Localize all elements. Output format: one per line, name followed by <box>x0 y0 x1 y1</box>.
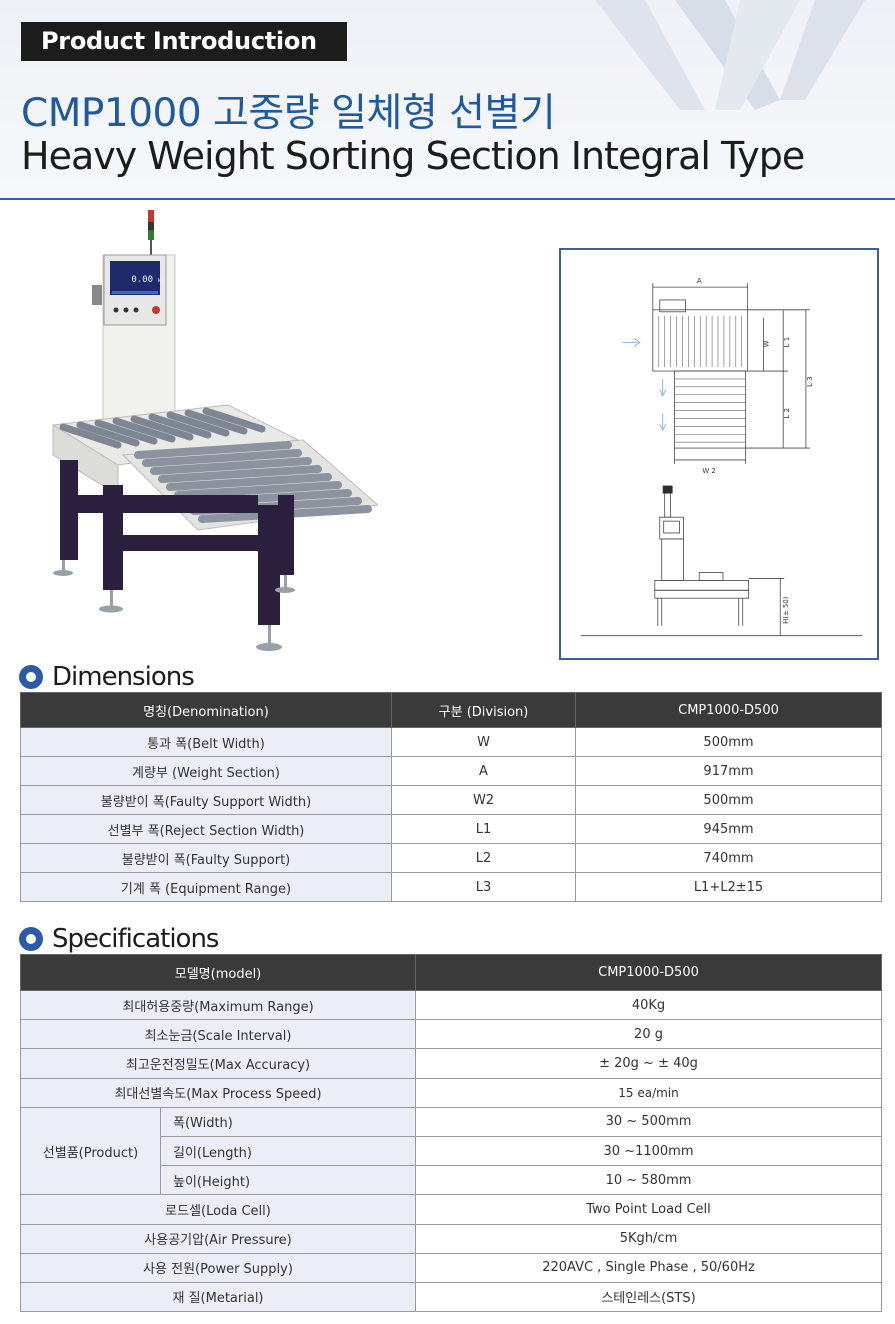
dim-name: 불량받이 폭(Faulty Support Width) <box>20 785 392 815</box>
table-header-row: 명칭(Denomination) 구분 (Division) CMP1000-D… <box>20 692 882 728</box>
dim-code: L3 <box>391 872 576 902</box>
drawing-label-l2: L 2 <box>783 408 791 418</box>
spec-name: 최소눈금(Scale Interval) <box>19 1019 417 1050</box>
spec-name: 최고운전정밀도(Max Accuracy) <box>19 1048 417 1079</box>
table-row: 로드셀(Loda Cell) Two Point Load Cell <box>19 1194 883 1225</box>
table-row: 길이(Length) 30 ~1100mm <box>21 1135 883 1167</box>
display-unit: kg <box>158 278 164 284</box>
specifications-table: 모델명(model) CMP1000-D500 최대허용중량(Maximum R… <box>19 954 883 1313</box>
table-row: 최대허용중량(Maximum Range) 40Kg <box>19 989 883 1021</box>
spec-name: 로드셀(Loda Cell) <box>19 1194 417 1225</box>
section-bullet-icon <box>19 665 43 689</box>
product-photo: 0.00 kg <box>51 210 378 651</box>
drawing-label-w2: W 2 <box>702 467 715 475</box>
specifications-title: Specifications <box>52 924 219 954</box>
drawing-label-w: W <box>762 340 770 347</box>
table-row: 최소눈금(Scale Interval) 20 g <box>19 1019 883 1050</box>
table-row: 선별부 폭(Reject Section Width) L1 945mm <box>20 814 882 844</box>
table-row: 불량받이 폭(Faulty Support) L2 740mm <box>20 843 882 873</box>
table-row: 최대선별속도(Max Process Speed) 15 ea/min <box>19 1077 883 1108</box>
drawing-label-a: A <box>697 277 702 285</box>
dim-code: L1 <box>391 814 576 844</box>
table-row: 기계 폭 (Equipment Range) L3 L1+L2±15 <box>20 872 882 902</box>
header-model-name: 모델명(model) <box>19 954 417 991</box>
table-row: 재 질(Metarial) 스테인레스(STS) <box>19 1281 883 1313</box>
dim-value: 740mm <box>575 843 882 873</box>
drawing-label-l3: L 3 <box>806 376 814 386</box>
spec-value: 15 ea/min <box>415 1077 883 1108</box>
spec-value: 5Kgh/cm <box>415 1223 883 1254</box>
spec-subname: 높이(Height) <box>159 1165 417 1196</box>
dim-value: 945mm <box>575 814 882 844</box>
dim-name: 불량받이 폭(Faulty Support) <box>20 843 392 873</box>
header-banner: Product Introduction CMP1000 고중량 일체형 선별기… <box>0 0 895 200</box>
header-division: 구분 (Division) <box>391 692 576 728</box>
spec-subname: 폭(Width) <box>159 1106 417 1137</box>
watermark-logo-icon <box>595 0 865 110</box>
page-title-korean: CMP1000 고중량 일체형 선별기 <box>21 91 556 136</box>
dim-name: 기계 폭 (Equipment Range) <box>20 872 392 902</box>
dim-code: L2 <box>391 843 576 873</box>
dim-name: 계량부 (Weight Section) <box>20 756 392 786</box>
table-header-row: 모델명(model) CMP1000-D500 <box>19 954 883 991</box>
header-denomination: 명칭(Denomination) <box>20 692 392 728</box>
spec-value: 220AVC , Single Phase , 50/60Hz <box>415 1252 883 1283</box>
section-bullet-icon <box>19 927 43 951</box>
dim-value: L1+L2±15 <box>575 872 882 902</box>
spec-value: ± 20g ~ ± 40g <box>415 1048 883 1079</box>
technical-drawing: A W 2 W L 1 L 2 L 3 H(± 50) <box>559 248 879 660</box>
dim-name: 통과 폭(Belt Width) <box>20 727 392 757</box>
dim-value: 500mm <box>575 727 882 757</box>
spec-value: 스테인레스(STS) <box>415 1281 883 1313</box>
header-model: CMP1000-D500 <box>415 954 883 991</box>
spec-value: 30 ~1100mm <box>415 1135 883 1167</box>
dimensions-section-heading: Dimensions <box>19 662 195 692</box>
dim-name: 선별부 폭(Reject Section Width) <box>20 814 392 844</box>
page-title-english: Heavy Weight Sorting Section Integral Ty… <box>21 134 805 178</box>
spec-value: 40Kg <box>415 989 883 1021</box>
spec-value: 10 ~ 580mm <box>415 1165 883 1196</box>
spec-value: 30 ~ 500mm <box>415 1106 883 1137</box>
spec-name: 최대선별속도(Max Process Speed) <box>19 1077 417 1108</box>
spec-name: 사용 전원(Power Supply) <box>19 1252 417 1283</box>
specifications-section-heading: Specifications <box>19 924 219 954</box>
spec-name: 최대허용중량(Maximum Range) <box>19 989 417 1021</box>
dim-code: W2 <box>391 785 576 815</box>
spec-name: 재 질(Metarial) <box>19 1281 417 1313</box>
product-introduction-badge: Product Introduction <box>21 22 347 61</box>
table-row: 선별품(Product) 폭(Width) 30 ~ 500mm <box>20 1106 883 1196</box>
drawing-label-h: H(± 50) <box>782 596 790 624</box>
table-row: 사용 전원(Power Supply) 220AVC , Single Phas… <box>19 1252 883 1283</box>
display-value: 0.00 <box>131 275 153 285</box>
spec-value: 20 g <box>415 1019 883 1050</box>
spec-subname: 길이(Length) <box>159 1135 417 1167</box>
table-row: 통과 폭(Belt Width) W 500mm <box>20 727 882 757</box>
dim-code: W <box>391 727 576 757</box>
table-row: 계량부 (Weight Section) A 917mm <box>20 756 882 786</box>
spec-value: Two Point Load Cell <box>415 1194 883 1225</box>
header-model: CMP1000-D500 <box>575 692 882 728</box>
spec-name: 사용공기압(Air Pressure) <box>19 1223 417 1254</box>
dim-value: 500mm <box>575 785 882 815</box>
spec-group-product: 선별품(Product) <box>20 1106 161 1196</box>
table-row: 사용공기압(Air Pressure) 5Kgh/cm <box>19 1223 883 1254</box>
table-row: 최고운전정밀도(Max Accuracy) ± 20g ~ ± 40g <box>19 1048 883 1079</box>
dimensions-title: Dimensions <box>52 662 195 692</box>
dim-value: 917mm <box>575 756 882 786</box>
dimensions-table: 명칭(Denomination) 구분 (Division) CMP1000-D… <box>20 692 882 902</box>
dim-code: A <box>391 756 576 786</box>
drawing-label-l1: L 1 <box>783 337 791 347</box>
table-row: 불량받이 폭(Faulty Support Width) W2 500mm <box>20 785 882 815</box>
